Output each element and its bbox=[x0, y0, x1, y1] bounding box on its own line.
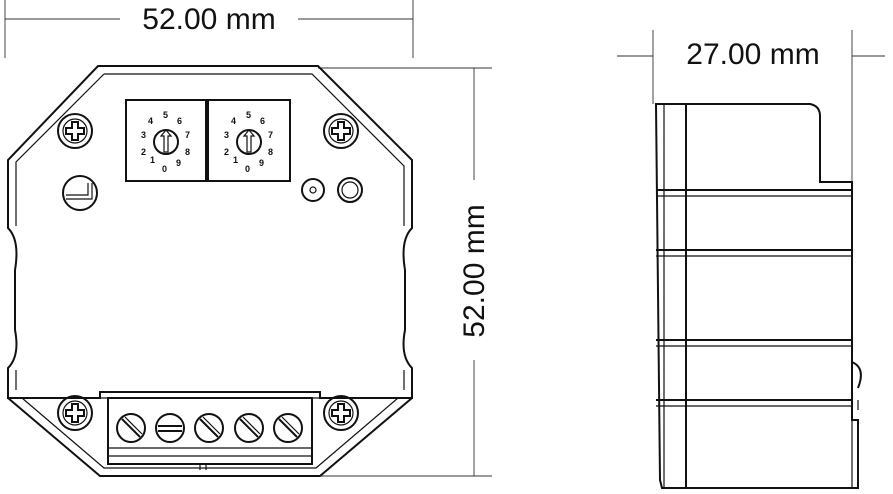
button-icon bbox=[337, 177, 363, 203]
rotary-switch-left: 1 2 3 4 5 6 7 8 9 0 bbox=[125, 99, 207, 182]
dial-number: 2 bbox=[141, 147, 146, 157]
dial-number: 4 bbox=[231, 116, 236, 126]
rotary-switch-right: 1 2 3 4 5 6 7 8 9 0 bbox=[207, 99, 291, 182]
mounting-screw-icon bbox=[57, 395, 93, 431]
led-indicator-icon bbox=[301, 178, 325, 202]
push-button-icon bbox=[62, 175, 98, 211]
dial-number: 6 bbox=[177, 116, 182, 126]
front-view: 1 2 3 4 5 6 7 8 9 0 1 2 3 4 5 6 7 8 9 0 bbox=[7, 65, 413, 477]
dial-number: 1 bbox=[233, 155, 238, 165]
dial-number: 0 bbox=[162, 164, 167, 174]
dial-number: 5 bbox=[163, 110, 168, 120]
dial-number: 3 bbox=[224, 130, 229, 140]
height-dimension-label: 52.00 mm bbox=[458, 204, 491, 337]
depth-dimension-label: 27.00 mm bbox=[686, 38, 819, 71]
dial-number: 8 bbox=[185, 147, 190, 157]
terminal-screw-icon bbox=[194, 413, 224, 443]
terminal-screw-icon bbox=[234, 413, 264, 443]
dial-number: 0 bbox=[245, 164, 250, 174]
dial-number: 3 bbox=[141, 130, 146, 140]
dial-number: 5 bbox=[246, 110, 251, 120]
side-view bbox=[654, 103, 862, 489]
terminal-screw-icon bbox=[273, 413, 303, 443]
dial-knob-icon bbox=[153, 129, 179, 155]
dial-number: 7 bbox=[185, 130, 190, 140]
dial-knob-icon bbox=[236, 129, 262, 155]
height-dimension: 52.00 mm bbox=[318, 67, 492, 477]
dial-number: 4 bbox=[148, 116, 153, 126]
width-dimension-label: 52.00 mm bbox=[142, 3, 275, 36]
dial-number: 1 bbox=[150, 155, 155, 165]
dial-number: 9 bbox=[259, 158, 264, 168]
front-housing-outline bbox=[7, 65, 413, 399]
dial-number: 2 bbox=[224, 147, 229, 157]
mounting-screw-icon bbox=[323, 395, 359, 431]
width-dimension: 52.00 mm bbox=[4, 0, 414, 58]
front-bottom-flange bbox=[7, 397, 413, 477]
depth-dimension: 27.00 mm bbox=[617, 30, 885, 185]
terminal-screw-icon bbox=[116, 413, 146, 443]
side-housing-outline bbox=[654, 103, 859, 489]
terminal-screw-icon bbox=[155, 413, 185, 443]
dial-number: 7 bbox=[268, 130, 273, 140]
mounting-screw-icon bbox=[57, 113, 93, 149]
mounting-screw-icon bbox=[323, 113, 359, 149]
side-ribs bbox=[656, 189, 852, 407]
terminal-block bbox=[107, 397, 313, 465]
terminal-screws bbox=[116, 413, 303, 443]
dial-number: 9 bbox=[176, 158, 181, 168]
dial-number: 8 bbox=[268, 147, 273, 157]
dial-number: 6 bbox=[260, 116, 265, 126]
